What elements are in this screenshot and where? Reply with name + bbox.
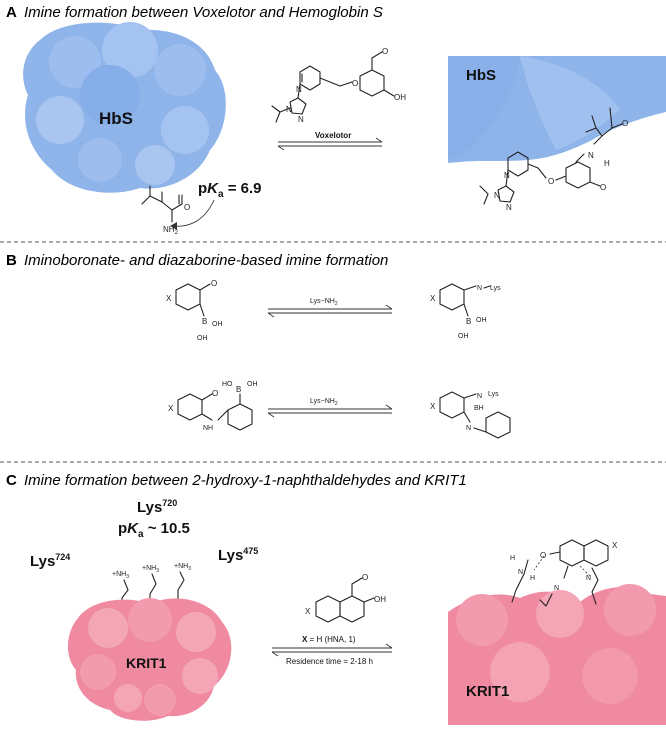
voxelotor-hbs-adduct: O N H O O N N N [479, 107, 628, 212]
hbs-protein-blob-left: HbS [23, 22, 226, 193]
svg-text:O: O [212, 389, 218, 398]
svg-text:OH: OH [374, 595, 386, 604]
svg-text:+NH3: +NH3 [112, 571, 129, 580]
section-b-title: B Iminoboronate- and diazaborine-based i… [6, 252, 388, 269]
svg-text:+NH3: +NH3 [174, 563, 191, 572]
krit1-protein-blob-left: KRIT1 [67, 598, 232, 721]
svg-text:O: O [622, 119, 628, 128]
svg-text:NH: NH [203, 425, 213, 432]
svg-text:OH: OH [197, 335, 208, 342]
svg-text:N: N [494, 191, 500, 200]
hbs-label-left: HbS [99, 109, 133, 128]
diazaborine-precursor: X O NH B HO OH [168, 381, 258, 432]
equilibrium-arrow-b1 [267, 304, 393, 318]
krit1-pka-label: pKa ~ 10.5 [118, 520, 190, 540]
section-c-title: C Imine formation between 2-hydroxy-1-na… [6, 472, 467, 489]
x-condition-label: X = H (HNA, 1) [302, 635, 356, 644]
pka-arrowhead [170, 222, 177, 230]
svg-text:N: N [554, 585, 559, 592]
svg-text:N: N [477, 393, 482, 400]
svg-text:N: N [477, 285, 482, 292]
equilibrium-arrow-c [271, 643, 393, 657]
svg-text:BH: BH [474, 405, 484, 412]
lys-nh2-label-b2: Lys−NH2 [310, 398, 338, 407]
section-a-title: A Imine formation between Voxelotor and … [6, 4, 383, 21]
svg-text:O: O [540, 551, 546, 560]
krit1-protein-surface-right: KRIT1 [448, 584, 666, 725]
valine-fragment: O NH2 [141, 185, 190, 236]
hbs-protein-surface-right: HbS [448, 56, 666, 163]
svg-text:X: X [305, 607, 311, 616]
svg-text:Lys: Lys [488, 391, 499, 398]
svg-text:OH: OH [212, 321, 223, 328]
bound-hna-complex: X O N H N H N [510, 539, 618, 607]
svg-text:HO: HO [222, 381, 233, 388]
valine-amine: NH2 [163, 225, 179, 236]
svg-text:Lys: Lys [490, 285, 501, 292]
hna-structure: X O OH [305, 573, 386, 623]
svg-text:OH: OH [458, 333, 469, 340]
svg-text:B: B [236, 385, 241, 394]
pka-curved-arrow [171, 199, 215, 227]
svg-text:O: O [362, 573, 368, 582]
svg-text:O: O [600, 183, 606, 192]
svg-text:X: X [612, 541, 618, 550]
svg-text:+NH3: +NH3 [142, 565, 159, 574]
svg-text:B: B [466, 317, 471, 326]
svg-text:X: X [168, 404, 174, 413]
residence-time-label: Residence time = 2-18 h [286, 657, 373, 666]
lys720-label: Lys720 [137, 498, 177, 516]
lys724-label: Lys724 [30, 552, 70, 570]
svg-text:N: N [518, 569, 523, 576]
svg-text:X: X [430, 294, 436, 303]
iminoboronate-product: X N Lys B OH OH [430, 283, 501, 340]
equilibrium-arrow-b2 [267, 404, 393, 418]
svg-text:OH: OH [476, 317, 487, 324]
svg-text:N: N [466, 425, 471, 432]
svg-text:H: H [530, 575, 535, 582]
hbs-pka-label: pKa = 6.9 [198, 180, 262, 200]
svg-text:O: O [382, 47, 388, 56]
formylphenylboronic-acid: X O B OH OH [166, 279, 223, 342]
svg-text:O: O [211, 279, 217, 288]
svg-text:N: N [298, 115, 304, 124]
voxelotor-label: Voxelotor [315, 131, 351, 140]
svg-text:X: X [430, 402, 436, 411]
valine-oxygen: O [184, 203, 190, 212]
lys-nh2-label-b1: Lys−NH2 [310, 298, 338, 307]
svg-text:O: O [548, 177, 554, 186]
lysine-side-chains-left: +NH3 +NH3 +NH3 [112, 563, 191, 613]
svg-text:OH: OH [394, 93, 406, 102]
svg-text:H: H [604, 159, 610, 168]
svg-text:N: N [588, 151, 594, 160]
voxelotor-equilibrium-arrow [277, 137, 383, 151]
diazaborine-product: X N Lys BH N [430, 391, 511, 439]
krit1-label-left: KRIT1 [126, 655, 167, 671]
hbs-label-right: HbS [466, 67, 496, 84]
svg-text:O: O [352, 79, 358, 88]
svg-text:N: N [286, 105, 292, 114]
svg-text:X: X [166, 294, 172, 303]
svg-text:B: B [202, 317, 207, 326]
svg-text:N: N [506, 203, 512, 212]
voxelotor-structure: N O O OH N N [271, 47, 406, 124]
svg-text:OH: OH [247, 381, 258, 388]
svg-text:N: N [586, 575, 591, 582]
lys475-label: Lys475 [218, 546, 258, 564]
krit1-label-right: KRIT1 [466, 683, 509, 700]
svg-text:H: H [510, 555, 515, 562]
